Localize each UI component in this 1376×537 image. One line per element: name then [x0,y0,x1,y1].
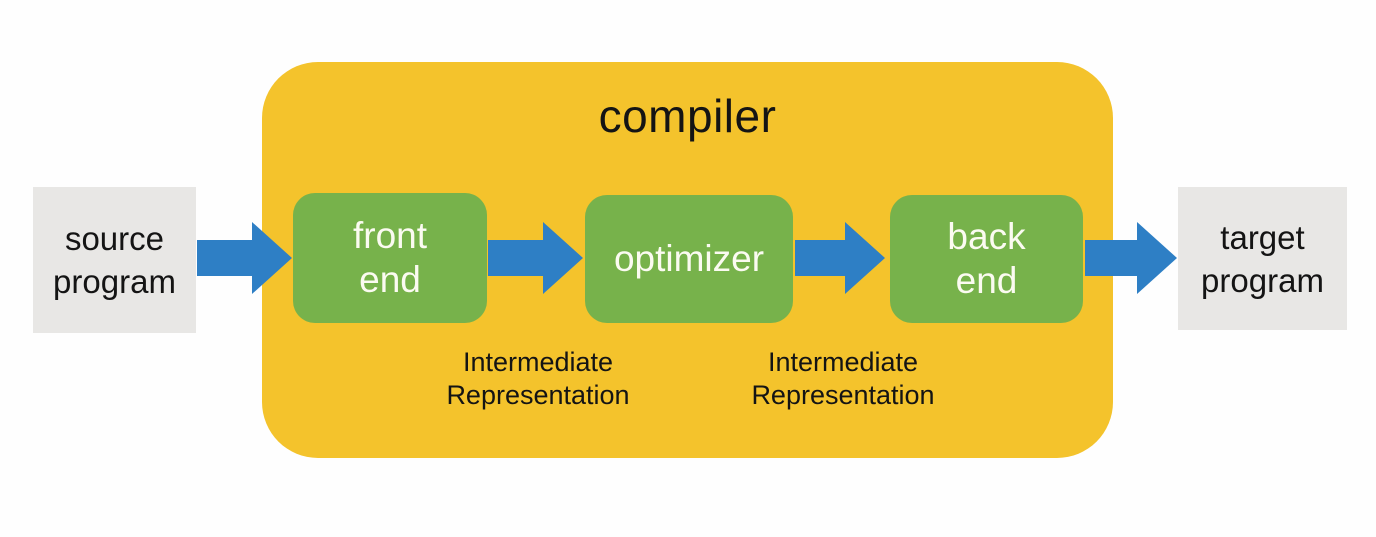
arrow-head-icon [1137,222,1177,294]
front-end-line1: front [352,215,428,256]
ir1-line1: Intermediate [462,347,614,377]
ir2-line2: Representation [751,380,935,410]
back-end-label: back end [947,215,1025,303]
target-program-box: target program [1178,187,1347,330]
intermediate-representation-label-1: Intermediate Representation [388,346,688,412]
back-end-line1: back [947,216,1026,257]
optimizer-line1: optimizer [613,238,765,279]
arrow-head-icon [252,222,292,294]
arrow-shaft [795,240,845,276]
arrow-shaft [488,240,543,276]
back-end-box: back end [890,195,1083,323]
front-end-line2: end [359,259,421,300]
source-program-box: source program [33,187,196,333]
flow-arrow-backend-to-target [1085,222,1177,294]
source-program-line2: program [53,263,176,300]
intermediate-representation-label-2: Intermediate Representation [693,346,993,412]
target-program-label: target program [1201,216,1324,302]
ir2-line1: Intermediate [767,347,919,377]
flow-arrow-optimizer-to-backend [795,222,885,294]
arrow-head-icon [543,222,583,294]
compiler-title: compiler [598,90,777,142]
back-end-line2: end [955,260,1018,301]
target-program-line1: target [1220,218,1305,256]
source-program-label: source program [53,217,176,303]
optimizer-label: optimizer [614,237,764,281]
target-program-line2: program [1201,261,1324,299]
flow-arrow-frontend-to-optimizer [488,222,583,294]
arrow-shaft [197,240,252,276]
source-program-line1: source [64,220,165,257]
front-end-box: front end [293,193,487,323]
ir1-line2: Representation [446,380,630,410]
front-end-label: front end [353,214,427,302]
optimizer-box: optimizer [585,195,793,323]
arrow-head-icon [845,222,885,294]
arrow-shaft [1085,240,1137,276]
flow-arrow-source-to-frontend [197,222,292,294]
